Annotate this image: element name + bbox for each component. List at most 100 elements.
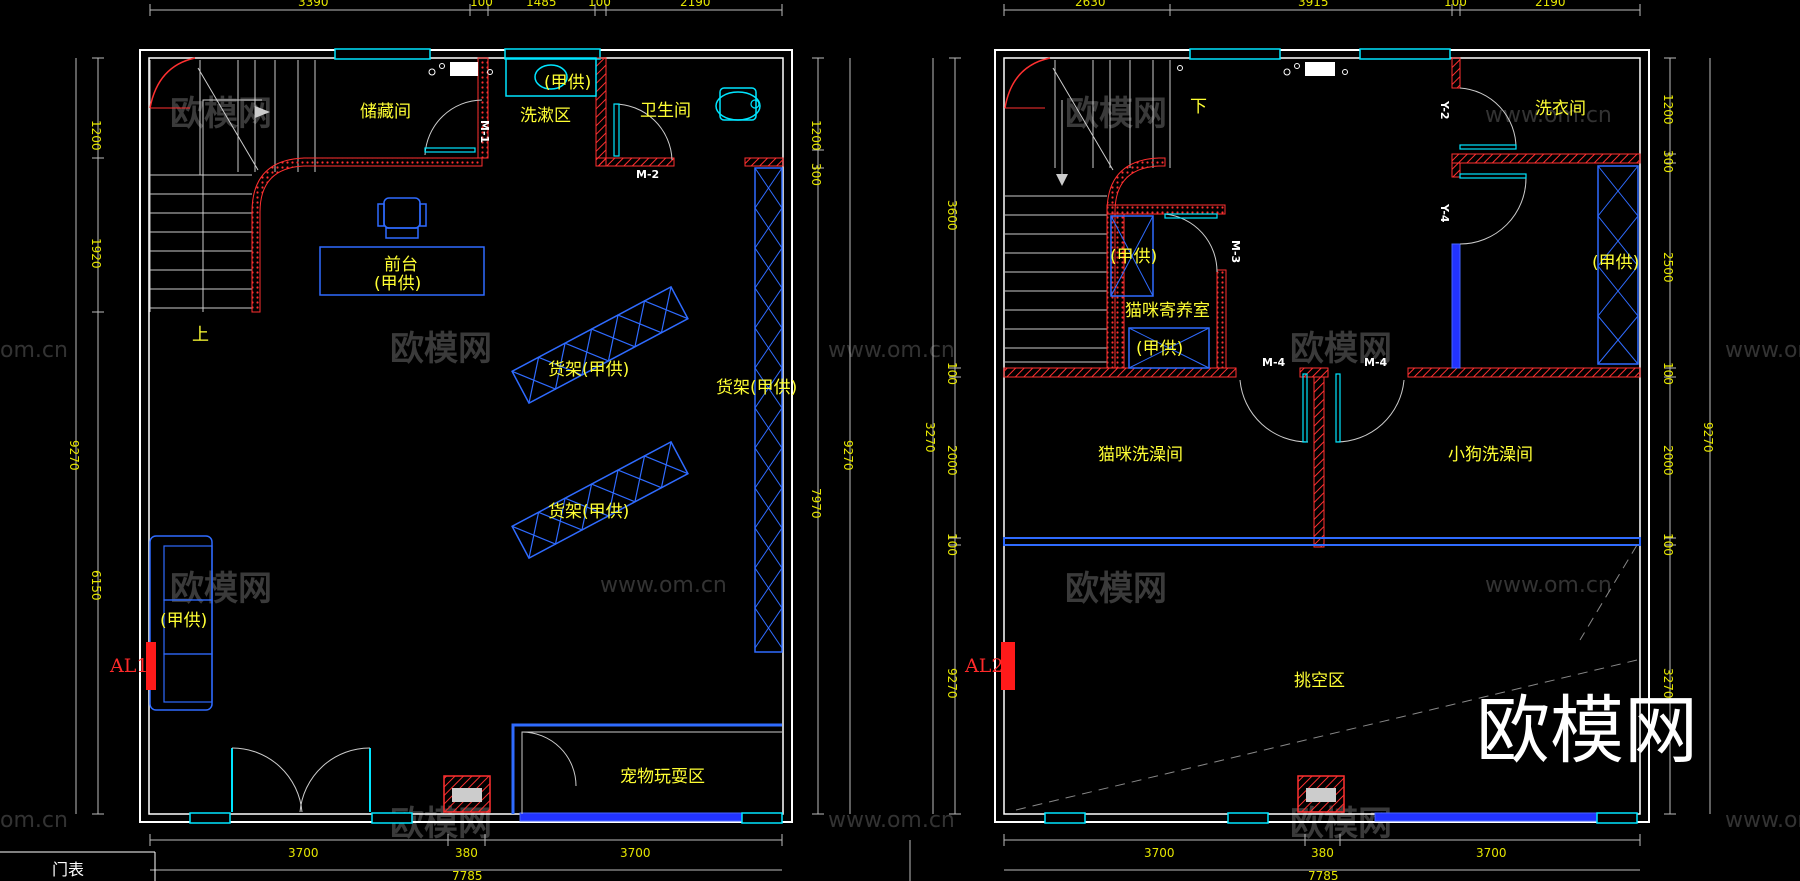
window [504,48,601,60]
dimension-label: 3600 [945,200,959,231]
watermark-url: om.cn [0,338,68,363]
door-swing [521,731,577,787]
door-tag: M-4 [1364,356,1388,369]
partition-wall [1451,153,1641,164]
partition-wall [1451,162,1461,178]
dimension-label: 1485 [526,0,557,9]
dimension-label: 1200 [89,120,103,151]
dimension-label: 3700 [288,846,319,860]
door-leaf [1459,144,1517,150]
dimension-label: 1200 [809,120,823,151]
dimension-label: 9270 [67,440,81,471]
dimension-label: 100 [1444,0,1467,9]
toilet-icon [715,87,761,121]
door-swing [1335,379,1405,443]
partition-wall [595,157,675,167]
room-label-play-area: 宠物玩耍区 [620,767,705,787]
door-leaf [1459,173,1527,179]
supplied-label: (甲供) [374,274,421,294]
watermark-brand: 欧模网 [1290,329,1392,369]
dimension-label: 380 [455,846,478,860]
dimension-label: 3390 [298,0,329,9]
supplied-label: (甲供) [160,611,207,631]
dimension-label: 3915 [1298,0,1329,9]
cat-cage [1110,215,1154,297]
dimension-label: 9270 [841,440,855,471]
watermark-brand: 欧模网 [170,569,272,609]
stairs-up-label: 上 [192,325,209,345]
dimension-label: 300 [809,163,823,186]
door-swing [1459,177,1527,245]
watermark-url: om.cn [0,808,68,833]
dimension-label: 3700 [1476,846,1507,860]
dimension-label: 380 [1311,846,1334,860]
dimension-label: 2500 [1661,252,1675,283]
watermark-url: www.om.cn [600,573,727,598]
room-label-void: 挑空区 [1294,671,1345,691]
electrical-panel [1001,642,1015,690]
partition-wall [477,57,489,159]
outer-wall [994,49,1650,823]
door-leaf [231,748,371,812]
dimension-label: 1200 [1661,94,1675,125]
plan-ground-floor: M-1 M-2 [67,0,855,881]
door-tag: Y-2 [1438,100,1451,120]
watermark-brand: 欧模网 [1065,569,1167,609]
panel-tag: AL2 [964,655,1003,677]
supplied-label: (甲供) [544,73,591,93]
room-label-dog-bath: 小狗洗澡间 [1448,445,1533,465]
watermark-url: www.om.cn [1725,808,1800,833]
window [1189,48,1281,60]
dimension-label: 2000 [945,445,959,476]
dimension-label: 300 [1661,150,1675,173]
partition-wall [1451,243,1461,369]
dimension-label: 2000 [1661,445,1675,476]
watermark-brand: 欧模网 [1065,94,1167,134]
partition-wall [1299,367,1329,378]
door-schedule-legend: 门表 [0,851,156,881]
dimension-label: 7785 [1308,869,1339,881]
dimension-label: 2190 [680,0,711,9]
supplied-label: (甲供) [1110,247,1157,267]
shelf-diagonal [511,285,689,405]
door-leaf [424,147,476,153]
partition-wall [1106,157,1166,369]
dimension-label: 3700 [1144,846,1175,860]
floor-drain [443,775,491,813]
shelf-wall [754,167,783,653]
staircase [1004,57,1171,363]
partition-wall [1451,57,1461,89]
window [1596,812,1638,824]
dimension-label: 9270 [945,668,959,699]
door-leaf [613,103,620,157]
partition-wall [1114,213,1125,369]
door-swing [231,747,303,813]
door-swing [299,747,371,813]
partition-wall [1407,367,1641,378]
door-swing [424,99,483,156]
window [1359,48,1451,60]
door-tag: M-2 [636,168,659,181]
office-chair-icon [377,197,427,239]
reception-label: 前台 [384,255,418,275]
room-label-storage: 储藏间 [360,102,411,122]
dimension-label: 7970 [809,488,823,519]
dimension-label: 100 [1661,362,1675,385]
wash-counter [505,57,597,97]
partition-wall [1106,204,1226,215]
cat-cage [1128,327,1210,369]
partition-wall [1313,376,1325,548]
shelf-diagonal [511,440,689,560]
void-marker [1015,544,1638,811]
dimension-lines [909,4,1711,881]
partition-wall [595,57,607,167]
play-area-wall [511,723,782,814]
dimension-label: 6150 [89,570,103,601]
glass-wall [1003,537,1641,546]
dimension-label: 3700 [620,846,651,860]
outer-wall [139,49,793,823]
door-swing [1239,379,1309,443]
shelf-label: 货架(甲供) [548,360,629,380]
sofa-icon [149,535,213,711]
